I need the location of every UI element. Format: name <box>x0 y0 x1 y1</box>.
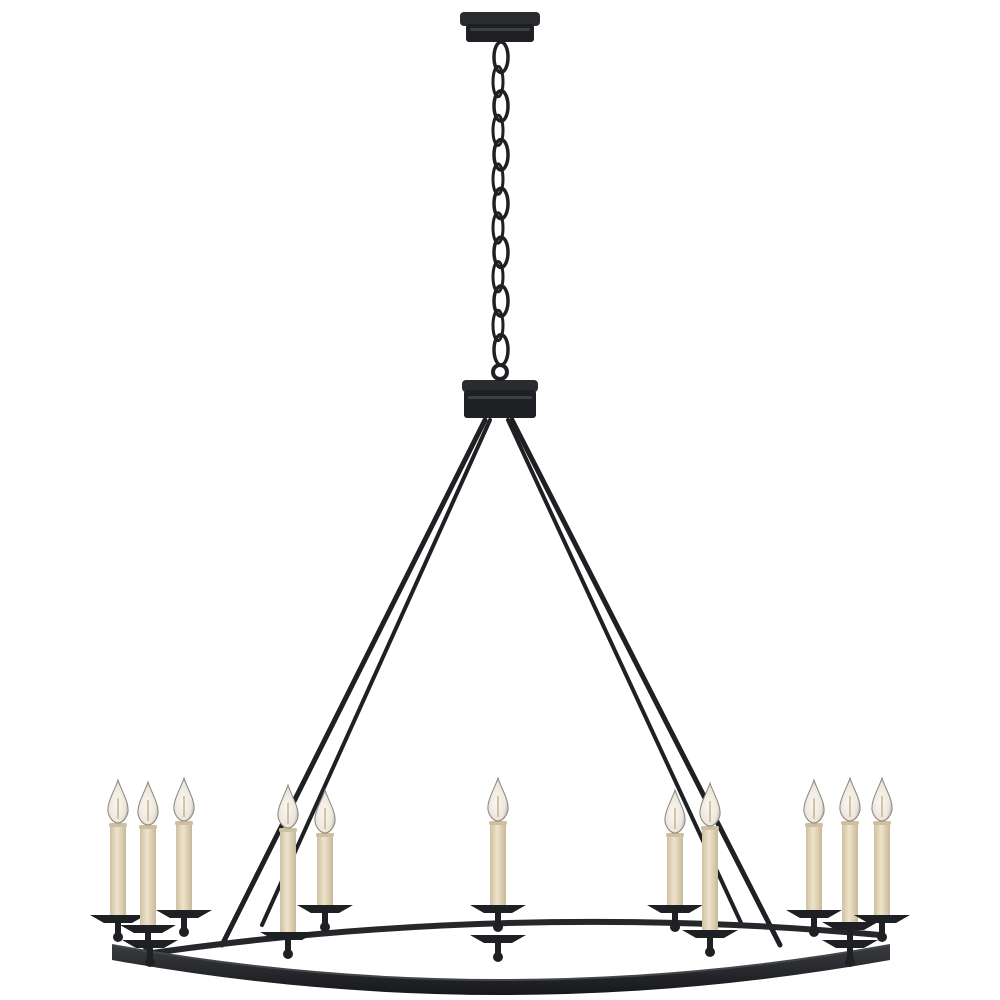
chain-link <box>491 308 505 343</box>
sleeve-rim <box>666 833 684 837</box>
chain-link <box>491 113 505 148</box>
chain-link <box>491 259 505 294</box>
candle <box>297 788 353 932</box>
sleeve-rim <box>805 823 823 827</box>
sleeve-rim <box>175 821 193 825</box>
stem-knob <box>320 922 330 932</box>
candle <box>822 940 878 967</box>
sleeve-rim <box>841 821 859 825</box>
hanging-chain <box>491 40 510 367</box>
stem-knob <box>670 922 680 932</box>
stem-knob <box>493 922 503 932</box>
stem-knob <box>705 947 715 957</box>
sleeve-rim <box>489 821 507 825</box>
bobeche <box>822 940 878 948</box>
stem-knob <box>113 932 123 942</box>
stem-knob <box>877 932 887 942</box>
candle-sleeve <box>140 827 156 925</box>
stem-knob <box>179 927 189 937</box>
bobeche <box>90 915 146 923</box>
candle-sleeve <box>702 828 718 930</box>
sleeve-rim <box>873 821 891 825</box>
stem-knob <box>809 927 819 937</box>
bobeche <box>156 910 212 918</box>
candle <box>90 778 146 942</box>
candle-arms-front <box>122 781 878 967</box>
bobeche <box>120 925 176 933</box>
sleeve-rim <box>316 833 334 837</box>
candle-sleeve <box>280 830 296 932</box>
bobeche <box>470 935 526 943</box>
bobeche <box>122 940 178 948</box>
chain-link <box>491 211 505 245</box>
stem-knob <box>493 952 503 962</box>
sleeve-rim <box>139 825 157 829</box>
bobeche <box>470 905 526 913</box>
bobeche <box>854 915 910 923</box>
stem-knob <box>845 957 855 967</box>
candle <box>260 783 316 959</box>
bobeche <box>822 922 878 930</box>
candle-sleeve <box>842 823 858 922</box>
bobeche <box>786 910 842 918</box>
candle <box>120 780 176 952</box>
candle-sleeve <box>667 835 683 905</box>
bobeche <box>297 905 353 913</box>
candle-sleeve <box>874 823 890 915</box>
sleeve-rim <box>701 826 719 830</box>
candle <box>682 781 738 957</box>
candle-sleeve <box>806 825 822 910</box>
chain-link <box>491 64 505 99</box>
candle-arms <box>90 776 910 952</box>
candle <box>470 776 526 932</box>
bobeche <box>260 932 316 940</box>
candle-sleeve <box>490 823 506 905</box>
candle <box>156 776 212 937</box>
ring-front <box>111 944 891 995</box>
stem-knob <box>145 957 155 967</box>
candle-sleeve <box>176 823 192 910</box>
candle-sleeve <box>110 825 126 915</box>
candle-sleeve <box>317 835 333 905</box>
candle <box>822 776 878 949</box>
bobeche <box>647 905 703 913</box>
candle <box>854 776 910 942</box>
ceiling-canopy <box>460 12 540 42</box>
bobeche <box>682 930 738 938</box>
candle <box>786 778 842 937</box>
sleeve-rim <box>279 828 297 832</box>
candle <box>470 935 526 962</box>
hub-collar <box>462 363 538 418</box>
candle <box>647 788 703 932</box>
stem-knob <box>283 949 293 959</box>
sleeve-rim <box>109 823 127 827</box>
chain-link <box>491 162 505 196</box>
candle <box>122 940 178 967</box>
